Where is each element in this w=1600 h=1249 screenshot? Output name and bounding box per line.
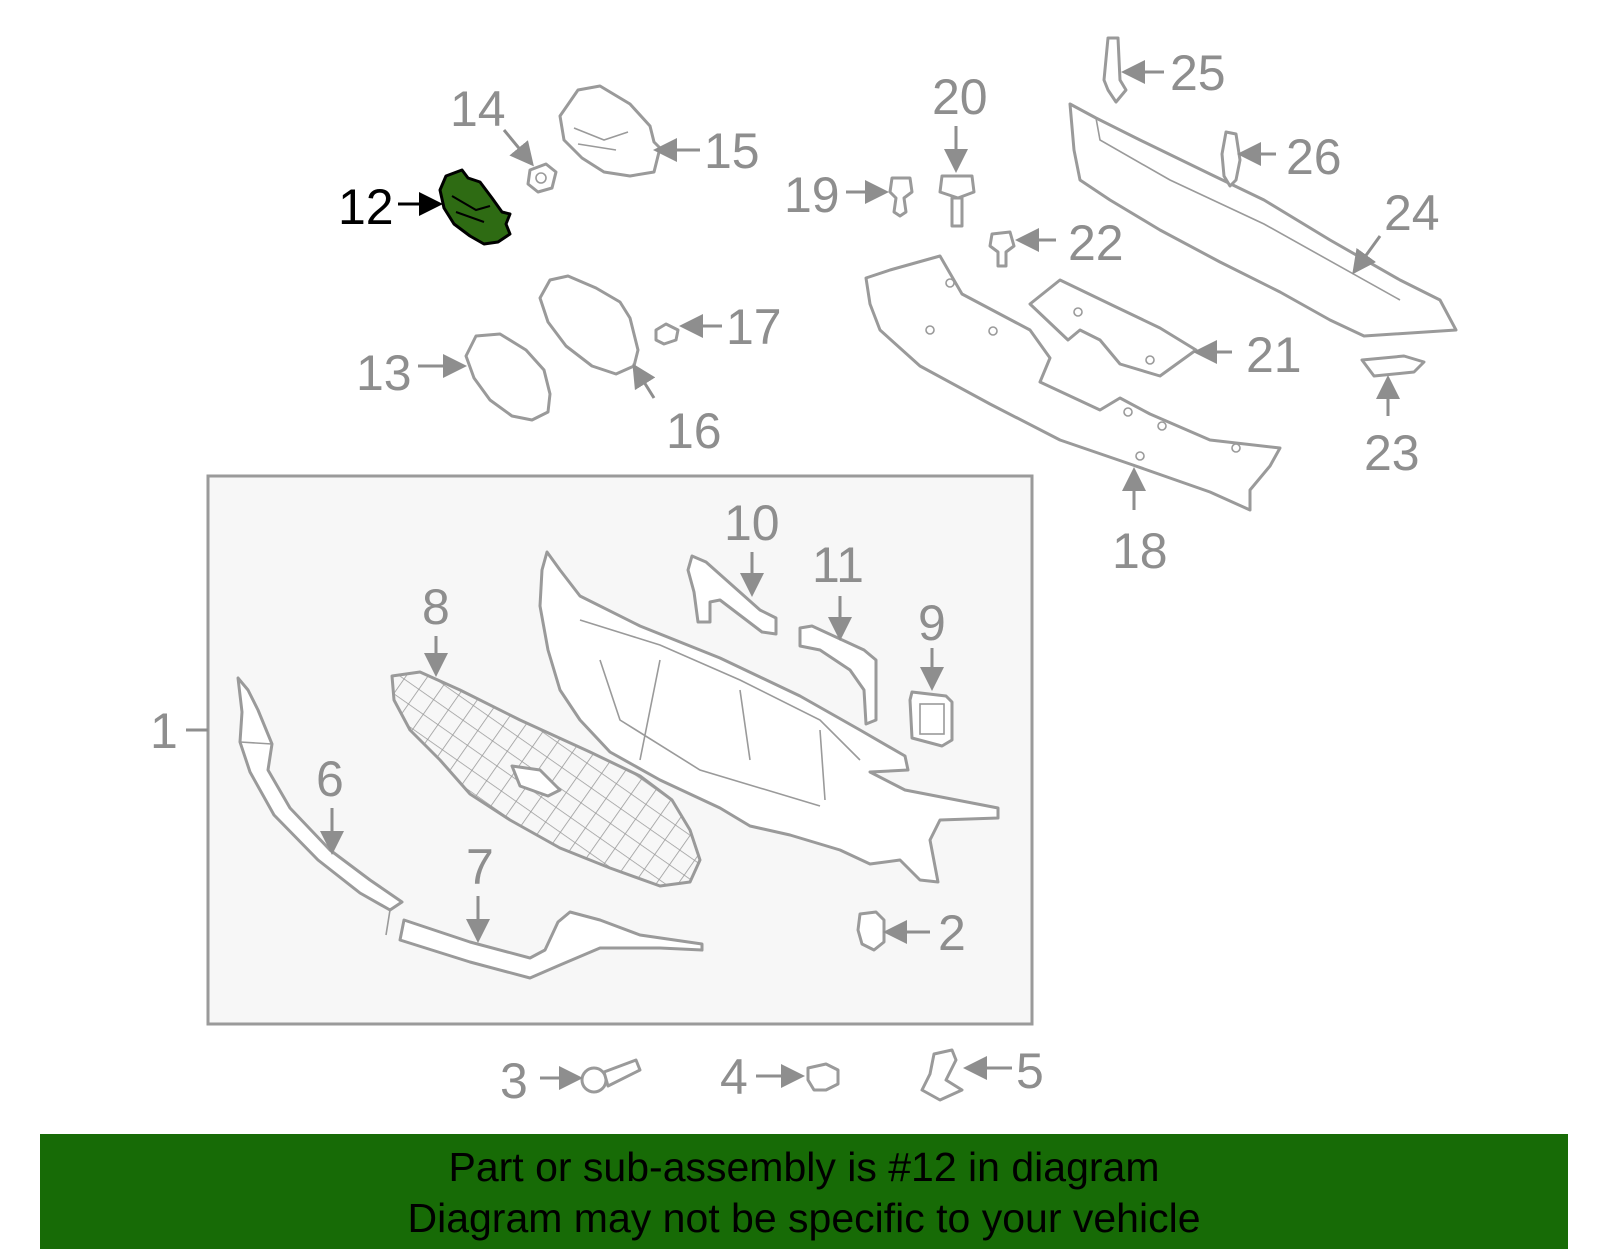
callout-14: 14 [450,81,506,137]
callout-8: 8 [422,579,450,635]
callout-17: 17 [726,299,782,355]
part-4-clip [806,1062,840,1092]
banner-line-2: Diagram may not be specific to your vehi… [407,1195,1201,1241]
leader-lines [186,60,1400,1090]
part-7-lower-strip [398,910,704,980]
callout-1: 1 [150,703,178,759]
callout-22: 22 [1068,215,1124,271]
callout-21: 21 [1246,327,1302,383]
callout-18: 18 [1112,523,1168,579]
part-6-trim-strip [236,676,404,912]
part-14-nut [526,162,558,194]
callout-12: 12 [338,179,394,235]
part-13-emblem-ring [464,332,552,422]
part-9-clip [908,690,954,748]
callout-24: 24 [1384,185,1440,241]
banner-line-1: Part or sub-assembly is #12 in diagram [448,1144,1160,1190]
callout-11: 11 [812,537,864,593]
callout-7: 7 [466,839,494,895]
part-12-emblem-highlighted [438,168,512,246]
callout-6: 6 [316,751,344,807]
callout-19: 19 [784,167,840,223]
callout-labels: 1 2 3 4 5 6 7 8 9 10 11 12 13 14 15 16 1… [150,45,1440,1109]
part-20-bolt [938,174,976,228]
callout-15: 15 [704,123,760,179]
callout-4: 4 [720,1049,748,1105]
part-10-bracket [686,554,778,636]
part-5-clip [920,1048,964,1102]
callout-16: 16 [666,403,722,459]
part-23-clip [1360,354,1426,378]
info-banner: Part or sub-assembly is #12 in diagram D… [40,1134,1568,1249]
part-26-clip [1220,130,1242,188]
callout-5: 5 [1016,1043,1044,1099]
part-19-clip [888,176,914,218]
part-11-bracket [798,624,878,726]
callout-20: 20 [932,69,988,125]
part-25-pin [1102,36,1128,104]
callout-25: 25 [1170,45,1226,101]
part-16-emblem-housing [538,274,640,376]
part-17-clip [654,322,680,346]
callout-23: 23 [1364,425,1420,481]
part-15-emblem [558,84,662,178]
part-21-plate [1028,278,1198,378]
part-3-bolt [580,1058,642,1094]
part-18-upper-support [864,254,1282,512]
callout-3: 3 [500,1053,528,1109]
callout-9: 9 [918,595,946,651]
callout-13: 13 [356,345,412,401]
part-22-clip [988,230,1016,268]
part-2-clip [856,910,886,952]
callout-2: 2 [938,905,966,961]
grille-frame [538,550,1000,884]
callout-10: 10 [724,495,780,551]
callout-26: 26 [1286,129,1342,185]
